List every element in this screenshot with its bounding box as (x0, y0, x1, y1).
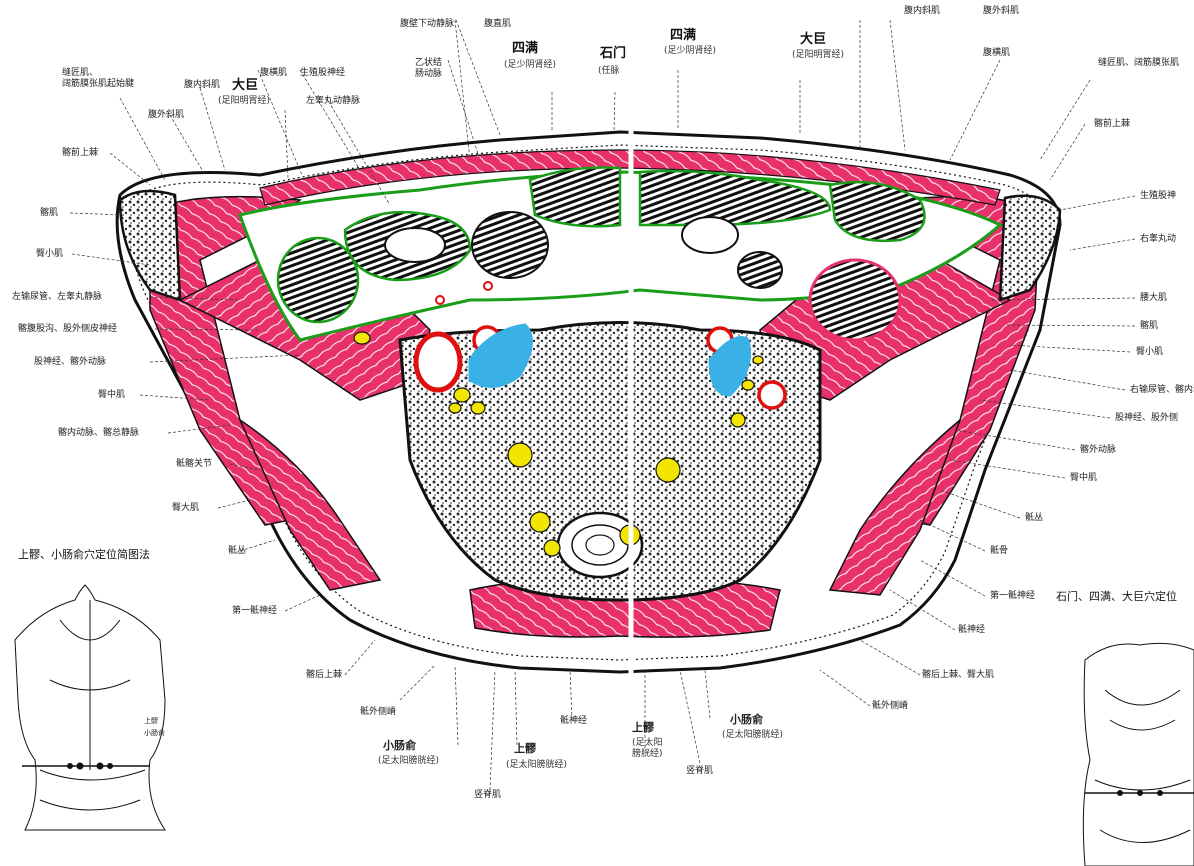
label-sacroiliac-joint: 骶髂关节 (176, 459, 212, 470)
label-left-testicular-vessels: 左睾丸动静脉 (306, 96, 360, 107)
label-gluteus-medius-left: 臀中肌 (98, 390, 125, 401)
label-sartorius-tfl-right: 缝匠肌、阔筋膜张肌 (1098, 58, 1179, 69)
left-common-iliac-artery (416, 334, 460, 390)
label-asis-left: 髂前上棘 (62, 148, 98, 159)
label-internal-oblique-left: 腹内斜肌 (184, 80, 220, 91)
label-psis-left: 髂后上棘 (306, 670, 342, 681)
acupoint-daju-left: 大巨 (232, 80, 258, 91)
acupoint-xiaochangshu-right: 小肠俞 (730, 714, 763, 725)
label-erector-spinae-left: 竖脊肌 (474, 790, 501, 801)
acupoint-siman-right: 四满 (670, 30, 696, 41)
acupoint-shangliao-right: 上髎 (632, 722, 654, 733)
acupoint-daju-right-meridian: (足阳明胃经) (792, 50, 844, 61)
inset-label-xiaochangshu: 小肠俞 (144, 728, 165, 739)
label-first-sacral-nerve-right: 第一骶神经 (990, 591, 1035, 602)
label-iliacus-left: 髂肌 (40, 208, 58, 219)
label-gluteus-minimus-right: 臀小肌 (1136, 347, 1163, 358)
right-inset-caption: 石门、四满、大巨穴定位 (1056, 588, 1177, 604)
label-sacral-plexus-right: 骶丛 (1025, 513, 1043, 524)
label-femoral-nerve-left: 股神经、髂外动脉 (34, 357, 106, 368)
label-lateral-sacral-crest-right: 骶外侧嵴 (872, 701, 908, 712)
label-sacral-nerve-right: 骶神经 (958, 625, 985, 636)
label-external-iliac-artery: 髂外动脉 (1080, 445, 1116, 456)
acupoint-siman-left-meridian: (足少阴肾经) (504, 60, 556, 71)
label-internal-oblique-right: 腹内斜肌 (904, 6, 940, 17)
label-sigmoid-artery: 乙状结 肠动脉 (415, 58, 442, 80)
acupoint-siman-left: 四满 (512, 43, 538, 54)
acupoint-siman-right-meridian: (足少阴肾经) (664, 46, 716, 57)
label-right-testicular: 右睾丸动 (1140, 234, 1176, 245)
label-psis-gluteus-right: 髂后上棘、臀大肌 (922, 670, 994, 681)
label-gluteus-medius-right: 臀中肌 (1070, 473, 1097, 484)
label-internal-iliac: 髂内动脉、髂总静脉 (58, 428, 139, 439)
label-sacrum: 骶骨 (990, 546, 1008, 557)
label-first-sacral-nerve-left: 第一骶神经 (232, 606, 277, 617)
label-rectus-abdominis: 腹直肌 (484, 19, 511, 30)
acupoint-shangliao-right-meridian: (足太阳 膀胱经) (632, 738, 663, 760)
inset-label-shangliao: 上髎 (144, 716, 158, 727)
label-gluteus-maximus-left: 臀大肌 (172, 503, 199, 514)
label-femoral-nerve-right: 股神经、股外侧 (1115, 413, 1178, 424)
label-external-oblique-left: 腹外斜肌 (148, 110, 184, 121)
label-inferior-epigastric-vessels: 腹壁下动静脉 (400, 19, 454, 30)
label-transversus-right: 腹横肌 (983, 48, 1010, 59)
right-iliac-artery-2 (759, 382, 785, 408)
label-sartorius-tfl-origin: 缝匠肌、 阔筋膜张肌起始腱 (62, 68, 172, 90)
label-transversus-left: 腹横肌 (260, 68, 287, 79)
label-psoas-major: 腰大肌 (1140, 293, 1167, 304)
label-right-ureter: 右输尿管、髂内动 (1130, 385, 1194, 396)
acupoint-daju-left-meridian: (足阳明胃经) (218, 96, 270, 107)
acupoint-daju-right: 大巨 (800, 34, 826, 45)
label-genitofemoral-nerve-left: 生殖股神经 (300, 68, 345, 79)
acupoint-xiaochangshu-left-meridian: (足太阳膀胱经) (378, 756, 439, 767)
label-asis-right: 髂前上棘 (1094, 119, 1130, 130)
label-gluteus-minimus-left: 臀小肌 (36, 249, 63, 260)
acupoint-shangliao-left-meridian: (足太阳膀胱经) (506, 760, 567, 771)
acupoint-shangliao-left: 上髎 (514, 743, 536, 754)
left-back-inset-figure (15, 585, 165, 830)
acupoint-shimen-meridian: (任脉 (598, 66, 620, 77)
acupoint-xiaochangshu-left: 小肠俞 (383, 740, 416, 751)
label-sacral-plexus-left: 骶丛 (228, 546, 246, 557)
acupoint-shimen: 石门 (600, 48, 626, 59)
left-inset-caption: 上髎、小肠俞穴定位简图法 (18, 546, 150, 562)
label-external-oblique-right: 腹外斜肌 (983, 6, 1019, 17)
acupoint-xiaochangshu-right-meridian: (足太阳膀胱经) (722, 730, 783, 741)
label-left-ureter: 左输尿管、左睾丸静脉 (12, 292, 102, 303)
label-iliacus-right: 髂肌 (1140, 321, 1158, 332)
label-ilioinguinal-nerve: 髂腹股沟、股外侧皮神经 (18, 324, 117, 335)
label-sacral-nerve-center: 骶神经 (560, 716, 587, 727)
label-genitofemoral-right: 生殖股神 (1140, 191, 1176, 202)
label-erector-spinae-right: 竖脊肌 (686, 766, 713, 777)
label-lateral-sacral-crest-left: 骶外侧嵴 (360, 707, 396, 718)
right-front-inset-figure (1083, 643, 1194, 866)
